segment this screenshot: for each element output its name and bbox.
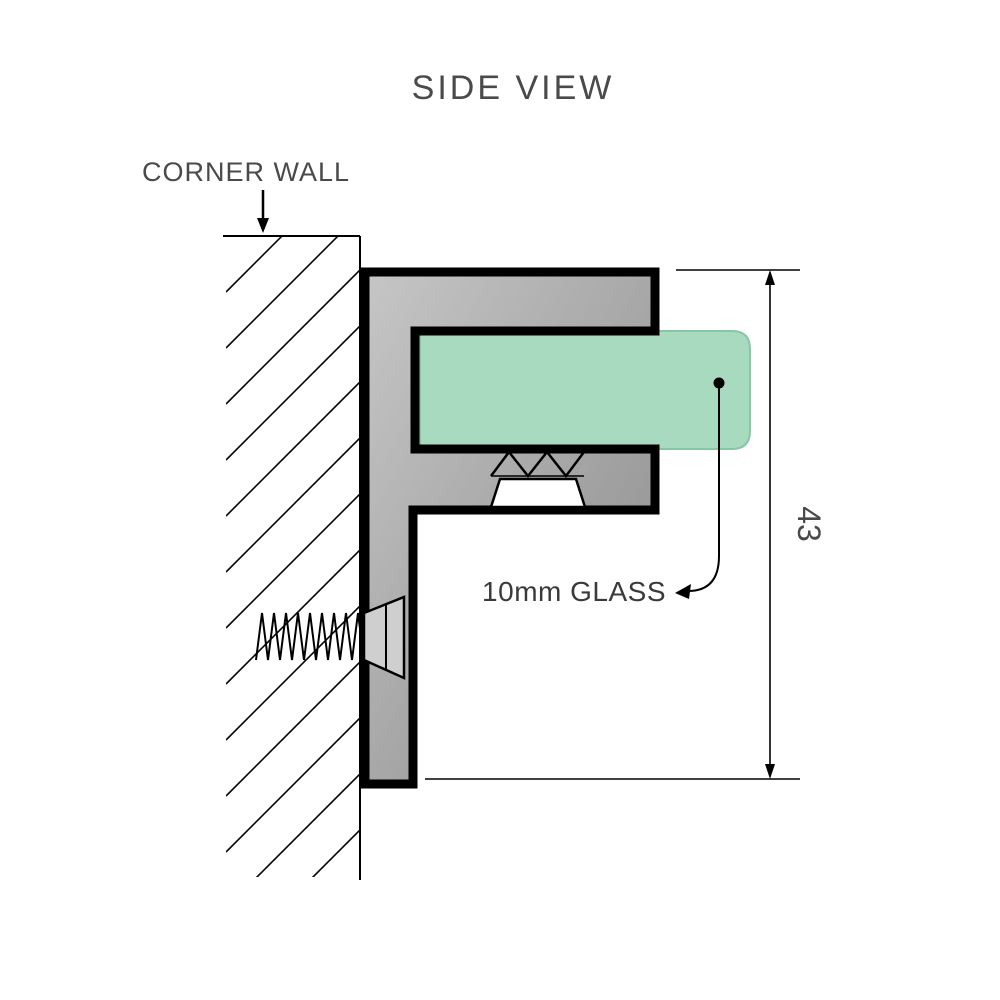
hatch-line <box>226 236 340 349</box>
diagram-title: SIDE VIEW <box>412 69 615 107</box>
hatch-line <box>226 605 360 741</box>
corner-wall-label: CORNER WALL <box>142 157 350 187</box>
hatch-line <box>226 236 284 293</box>
bracket-profile <box>360 267 660 789</box>
hatch-line <box>255 773 360 877</box>
hatch-line <box>226 269 360 405</box>
screw-head <box>362 595 406 680</box>
hatch-line <box>226 661 360 797</box>
glass-label: 10mm GLASS <box>482 576 666 607</box>
dimension-43: 43 <box>425 269 827 780</box>
hatch-line <box>226 381 360 517</box>
corner-wall-arrowhead <box>257 218 269 233</box>
dimension-arrow-top <box>765 270 775 285</box>
gasket-spring <box>490 449 585 479</box>
glass-leader <box>675 377 725 599</box>
dimension-value: 43 <box>791 506 827 542</box>
leader-arrowhead <box>675 584 691 599</box>
hatch-line <box>311 829 360 877</box>
hatch-line <box>226 493 360 629</box>
leader-path <box>687 383 720 592</box>
screw <box>255 595 406 680</box>
wall-hatching <box>226 236 360 877</box>
gasket-cup <box>489 477 587 509</box>
screw-thread <box>255 612 365 661</box>
dimension-arrow-bottom <box>765 764 775 779</box>
glass-panel <box>419 330 751 450</box>
hatch-line <box>226 549 360 685</box>
hatch-line <box>226 437 360 573</box>
gasket-seal <box>489 449 587 509</box>
corner-wall-arrow <box>257 190 269 233</box>
hatch-line <box>226 325 360 461</box>
hatch-line <box>226 717 360 853</box>
